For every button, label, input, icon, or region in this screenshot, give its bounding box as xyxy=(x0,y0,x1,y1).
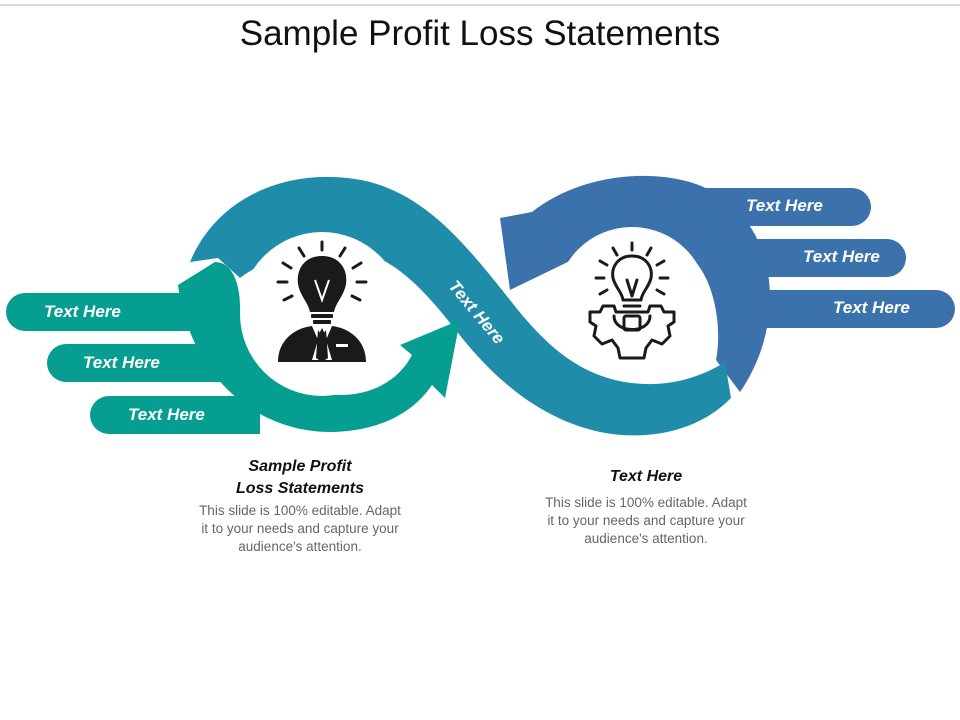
right-label-1: Text Here xyxy=(746,196,823,215)
left-caption-title: Sample Profit Loss Statements xyxy=(180,456,420,500)
left-pill-3-cap xyxy=(90,396,128,434)
businessman-lightbulb-icon xyxy=(276,240,368,362)
left-label-1: Text Here xyxy=(44,302,121,321)
right-caption-body-line2: it to your needs and capture your xyxy=(547,513,745,528)
right-label-2: Text Here xyxy=(803,247,880,266)
left-pill-2 xyxy=(47,344,230,382)
left-caption: Sample Profit Loss Statements This slide… xyxy=(180,456,420,556)
left-caption-body: This slide is 100% editable. Adapt it to… xyxy=(180,502,420,556)
right-caption-title: Text Here xyxy=(609,468,683,485)
left-pills xyxy=(6,293,260,434)
left-caption-title-line2: Loss Statements xyxy=(235,480,365,497)
left-caption-title-line1: Sample Profit xyxy=(248,458,352,475)
left-teal-arrow xyxy=(178,262,460,432)
right-pill-2 xyxy=(730,239,906,277)
page-title: Sample Profit Loss Statements xyxy=(239,14,721,53)
right-caption: Text Here This slide is 100% editable. A… xyxy=(526,466,766,548)
top-rule xyxy=(0,4,960,6)
lightbulb-gear-icon xyxy=(588,241,676,360)
right-caption-body-line3: audience's attention. xyxy=(584,531,708,546)
right-pill-3 xyxy=(750,290,955,328)
right-icon-circle xyxy=(556,227,708,379)
left-pill-1 xyxy=(6,293,215,331)
right-caption-body-line1: This slide is 100% editable. Adapt xyxy=(545,495,747,510)
left-label-2: Text Here xyxy=(83,353,160,372)
left-caption-body-line1: This slide is 100% editable. Adapt xyxy=(199,503,401,518)
right-label-3: Text Here xyxy=(833,298,910,317)
left-label-3: Text Here xyxy=(128,405,205,424)
right-blue-arrow xyxy=(500,175,770,392)
right-caption-body: This slide is 100% editable. Adapt it to… xyxy=(526,494,766,548)
left-caption-body-line3: audience's attention. xyxy=(238,539,362,554)
left-caption-body-line2: it to your needs and capture your xyxy=(201,521,399,536)
left-pill-3 xyxy=(109,396,260,434)
